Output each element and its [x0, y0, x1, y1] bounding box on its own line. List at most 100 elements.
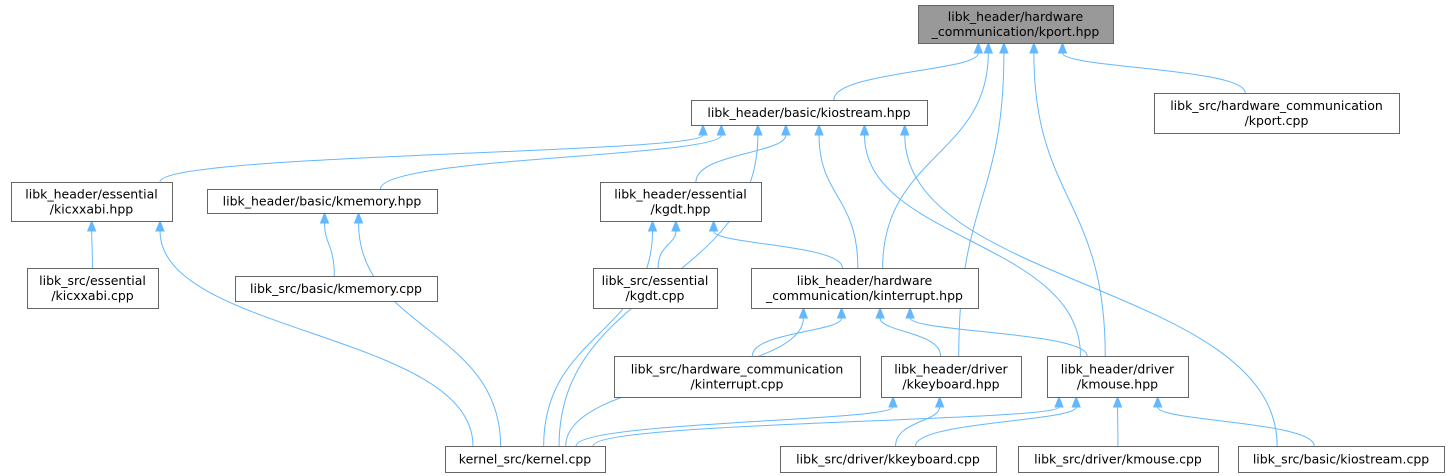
node-label-kgdt_cpp-0: libk_src/essential [602, 273, 709, 288]
edge-kkeyboard_hpp-to-kport_hpp [958, 52, 1005, 357]
edge-kkeyboard_cpp-to-kmouse_hpp [915, 406, 1077, 447]
node-kport_cpp[interactable]: libk_src/hardware_communication/kport.cp… [1154, 93, 1400, 134]
node-label-kport_hpp-1: _communication/kport.hpp [931, 24, 1100, 39]
node-box-kmouse_hpp[interactable] [1047, 356, 1189, 398]
node-kmouse_hpp[interactable]: libk_header/driver/kmouse.hpp [1047, 356, 1189, 398]
edge-kicxxabi_hpp-to-kiostream_hpp [159, 134, 704, 183]
node-label-kiostream_hpp-0: libk_header/basic/kiostream.hpp [707, 105, 910, 120]
node-label-kmouse_hpp-0: libk_header/driver [1061, 362, 1175, 377]
node-box-kicxxabi_cpp[interactable] [27, 268, 159, 309]
edge-kmouse_hpp-to-kport_hpp [1033, 52, 1106, 357]
arrowhead-kernel_cpp-to-kicxxabi_hpp [155, 219, 165, 232]
node-box-kmouse_cpp[interactable] [1018, 446, 1219, 473]
node-kport_hpp[interactable]: libk_header/hardware_communication/kport… [918, 5, 1114, 44]
node-label-kinterrupt_hpp-1: _communication/kinterrupt.hpp [765, 288, 963, 303]
arrowhead-kmouse_cpp-to-kmouse_hpp [1112, 395, 1123, 408]
edge-kinterrupt_hpp-to-kgdt_hpp [713, 230, 843, 269]
node-box-kinterrupt_cpp[interactable] [614, 356, 861, 398]
node-label-kinterrupt_hpp-0: libk_header/hardware [797, 273, 933, 288]
node-label-kgdt_hpp-1: /kgdt.hpp [651, 202, 711, 217]
edge-kernel_cpp-to-kicxxabi_hpp [159, 230, 474, 447]
node-label-kmouse_cpp-0: libk_src/driver/kmouse.cpp [1034, 452, 1202, 467]
edge-kkeyboard_hpp-to-kinterrupt_hpp [879, 317, 942, 357]
edge-kernel_cpp-to-kkeyboard_hpp [575, 406, 894, 447]
node-label-kinterrupt_cpp-0: libk_src/hardware_communication [631, 362, 844, 377]
arrowhead-kiostream_hpp-to-kport_hpp [973, 41, 984, 54]
node-box-kport_hpp[interactable] [918, 5, 1114, 44]
edge-kmouse_hpp-to-kiostream_hpp [864, 134, 1081, 357]
node-box-kmemory_cpp[interactable] [235, 276, 438, 302]
node-kgdt_cpp[interactable]: libk_src/essential/kgdt.cpp [593, 268, 718, 309]
node-kinterrupt_hpp[interactable]: libk_header/hardware_communication/kinte… [751, 268, 979, 309]
edge-kmouse_hpp-to-kinterrupt_hpp [909, 317, 1088, 357]
node-box-kinterrupt_hpp[interactable] [751, 268, 979, 309]
node-kmemory_cpp[interactable]: libk_src/basic/kmemory.cpp [235, 276, 438, 302]
node-box-kkeyboard_cpp[interactable] [780, 446, 997, 473]
edge-kport_cpp-to-kport_hpp [1061, 52, 1246, 94]
arrowhead-kmouse_hpp-to-kport_hpp [1029, 41, 1039, 54]
arrowhead-kinterrupt_hpp-to-kiostream_hpp [814, 123, 824, 136]
arrowhead-kport_cpp-to-kport_hpp [1057, 41, 1068, 54]
edge-kernel_cpp-to-kgdt_hpp [543, 230, 654, 447]
node-kkeyboard_cpp[interactable]: libk_src/driver/kkeyboard.cpp [780, 446, 997, 473]
node-kiostream_cpp[interactable]: libk_src/basic/kiostream.cpp [1238, 446, 1445, 473]
arrowhead-kmemory_hpp-to-kiostream_hpp [716, 123, 727, 136]
arrowhead-kiostream_cpp-to-kiostream_hpp [900, 123, 910, 136]
arrowhead-kmouse_hpp-to-kiostream_hpp [859, 123, 870, 136]
node-box-kicxxabi_hpp[interactable] [11, 182, 173, 222]
node-kinterrupt_cpp[interactable]: libk_src/hardware_communication/kinterru… [614, 356, 861, 398]
node-label-kgdt_cpp-1: /kgdt.cpp [626, 288, 685, 303]
node-label-kkeyboard_hpp-0: libk_header/driver [894, 362, 1008, 377]
node-label-kport_hpp-0: libk_header/hardware [948, 9, 1084, 24]
arrowhead-kernel_cpp-to-kmouse_hpp [1054, 395, 1064, 408]
arrowhead-kgdt_hpp-to-kiostream_hpp [781, 123, 791, 136]
arrowhead-kmouse_hpp-to-kinterrupt_hpp [905, 306, 915, 319]
node-label-kmemory_cpp-0: libk_src/basic/kmemory.cpp [250, 281, 422, 296]
node-box-kernel_cpp[interactable] [445, 446, 606, 473]
arrowhead-kicxxabi_hpp-to-kiostream_hpp [698, 123, 708, 136]
edge-kkeyboard_cpp-to-kkeyboard_hpp [895, 406, 941, 447]
arrowhead-kkeyboard_hpp-to-kinterrupt_hpp [875, 306, 885, 319]
edge-kicxxabi_cpp-to-kicxxabi_hpp [91, 230, 93, 269]
arrowhead-kinterrupt_hpp-to-kport_hpp [983, 41, 994, 54]
edge-kmemory_cpp-to-kmemory_hpp [324, 222, 335, 277]
node-box-kiostream_hpp[interactable] [691, 100, 928, 126]
node-kiostream_hpp[interactable]: libk_header/basic/kiostream.hpp [691, 100, 928, 126]
node-box-kkeyboard_hpp[interactable] [881, 356, 1022, 398]
edge-kgdt_cpp-to-kgdt_hpp [657, 230, 677, 269]
edge-kiostream_hpp-to-kport_hpp [833, 52, 979, 101]
node-label-kicxxabi_cpp-1: /kicxxabi.cpp [51, 288, 133, 303]
node-kmouse_cpp[interactable]: libk_src/driver/kmouse.cpp [1018, 446, 1219, 473]
arrowhead-kgdt_cpp-to-kgdt_hpp [671, 219, 681, 232]
node-kkeyboard_hpp[interactable]: libk_header/driver/kkeyboard.hpp [881, 356, 1022, 398]
node-kicxxabi_cpp[interactable]: libk_src/essential/kicxxabi.cpp [27, 268, 159, 309]
arrowhead-kernel_cpp-to-kinterrupt_hpp [798, 306, 809, 319]
node-label-kport_cpp-0: libk_src/hardware_communication [1170, 98, 1383, 113]
node-label-kiostream_cpp-0: libk_src/basic/kiostream.cpp [1253, 452, 1429, 467]
node-box-kiostream_cpp[interactable] [1238, 446, 1445, 473]
arrowhead-kicxxabi_cpp-to-kicxxabi_hpp [86, 219, 97, 232]
node-label-kicxxabi_hpp-0: libk_header/essential [25, 187, 157, 202]
arrowhead-kinterrupt_cpp-to-kinterrupt_hpp [836, 306, 847, 319]
node-kicxxabi_hpp[interactable]: libk_header/essential/kicxxabi.hpp [11, 182, 173, 222]
node-label-kicxxabi_cpp-0: libk_src/essential [39, 273, 146, 288]
node-box-kmemory_hpp[interactable] [207, 189, 438, 214]
arrowhead-kiostream_cpp-to-kmouse_hpp [1152, 395, 1163, 408]
arrowhead-kernel_cpp-to-kiostream_hpp [753, 123, 763, 136]
edge-kgdt_hpp-to-kiostream_hpp [695, 134, 787, 183]
edge-kinterrupt_cpp-to-kinterrupt_hpp [751, 317, 843, 357]
edge-kiostream_cpp-to-kiostream_hpp [904, 134, 1278, 447]
node-box-kgdt_hpp[interactable] [600, 182, 762, 222]
node-box-kport_cpp[interactable] [1154, 93, 1400, 134]
node-kernel_cpp[interactable]: kernel_src/kernel.cpp [445, 446, 606, 473]
edge-kinterrupt_hpp-to-kiostream_hpp [818, 134, 859, 269]
node-label-kernel_cpp-0: kernel_src/kernel.cpp [459, 452, 591, 467]
node-kgdt_hpp[interactable]: libk_header/essential/kgdt.hpp [600, 182, 762, 222]
node-box-kgdt_cpp[interactable] [593, 268, 718, 309]
node-kmemory_hpp[interactable]: libk_header/basic/kmemory.hpp [207, 189, 438, 214]
edge-kinterrupt_hpp-to-kport_hpp [882, 52, 989, 269]
arrowhead-kmemory_cpp-to-kmemory_hpp [319, 211, 330, 224]
arrowhead-kkeyboard_hpp-to-kport_hpp [999, 41, 1009, 54]
arrowhead-kinterrupt_hpp-to-kgdt_hpp [708, 219, 719, 232]
nodes-layer: libk_header/hardware_communication/kport… [11, 5, 1445, 473]
